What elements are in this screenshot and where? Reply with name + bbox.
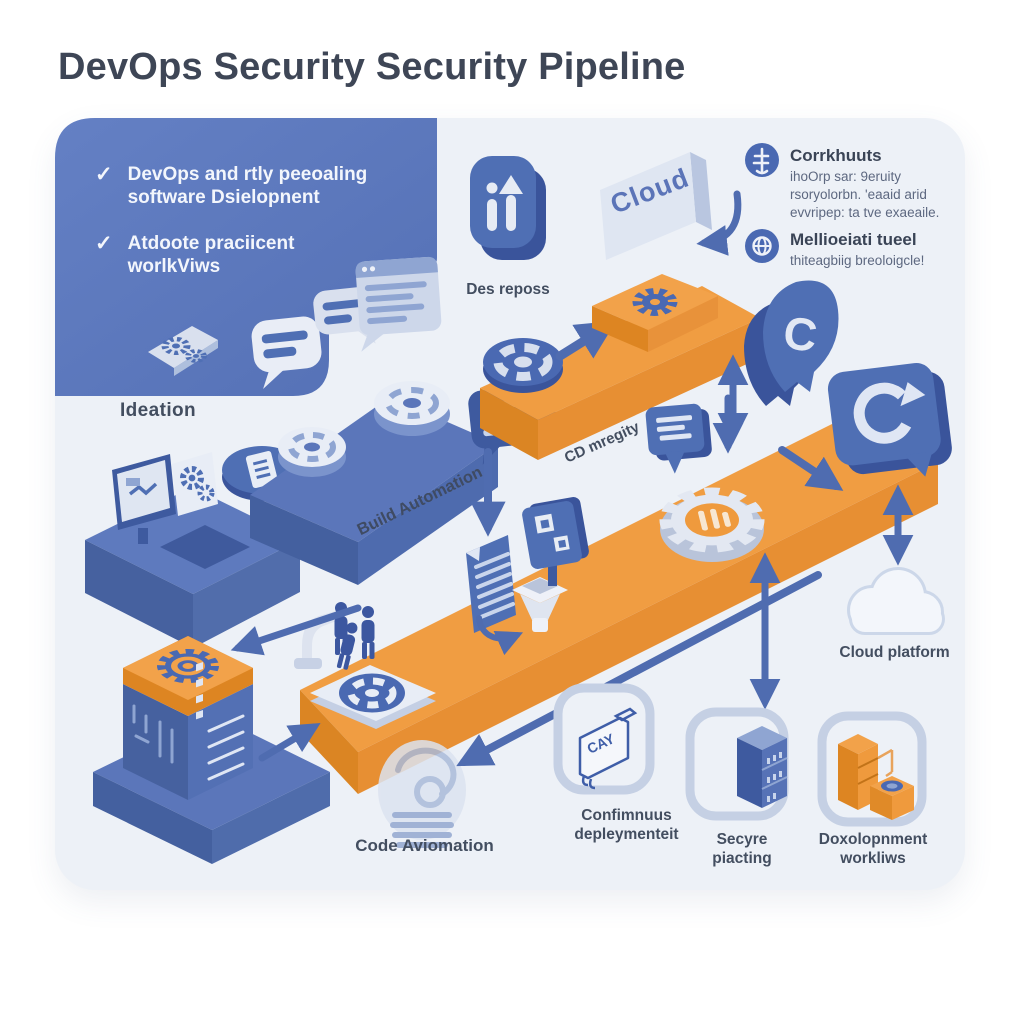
- dev-repos-icon: [470, 156, 546, 260]
- cloud-platform-icon: [847, 567, 945, 635]
- ideation-label: Ideation: [120, 400, 197, 421]
- cylinder-icon: [278, 427, 346, 477]
- continuous-deployment-icon: CAY: [553, 683, 655, 795]
- cloud-box: Cloud: [600, 152, 712, 260]
- cube-sync-arrow: [230, 604, 362, 656]
- gear-panel-icon: [172, 452, 218, 516]
- registry-cube: [93, 636, 330, 864]
- callout-heading: Corrkhuuts: [790, 146, 882, 165]
- people-figures: [334, 602, 375, 670]
- callout-heading: Mellioeiati tueel: [790, 230, 917, 249]
- build-automation-platform: [250, 381, 498, 585]
- security-shield-icon: C: [744, 280, 839, 406]
- code-automation-emblem: [378, 740, 466, 848]
- turbine-tile-icon: [310, 665, 436, 729]
- currency-badge-icon: [745, 143, 779, 177]
- development-workflows-icon: [817, 711, 927, 827]
- callout-body: ihoOrp sar: 9eruity rsoryolorbn. 'eaaid …: [790, 169, 940, 220]
- chat-bubble-icon: [251, 316, 322, 390]
- gears-tile-icon: [148, 326, 218, 376]
- tools-gear-icon: [659, 487, 765, 562]
- cube-upright-arrow: [258, 723, 321, 762]
- code-automation-label: Code Aviomation: [355, 836, 494, 855]
- page-title: DevOps Security Security Pipeline: [58, 46, 686, 88]
- cloud-platform-label: Cloud platform: [839, 644, 950, 661]
- ramp-downright-arrow: [778, 446, 844, 491]
- lined-document-icon: [466, 535, 516, 633]
- map-pin-sign-icon: [645, 403, 712, 474]
- cloud-return-arrow: [696, 190, 742, 256]
- cylinder-icon: [374, 381, 450, 436]
- monitor-icon: [112, 454, 176, 544]
- refresh-badge-icon: [827, 363, 952, 477]
- checklist-item-text: DevOps and rtly peeoaling software Dsiel…: [127, 164, 368, 209]
- checklist-item: ✓ DevOps and rtly peeoaling software Dsi…: [95, 163, 370, 209]
- secure-packing-label: Secyre piacting: [712, 831, 772, 868]
- gear-outline-icon: [157, 648, 219, 684]
- development-workflows-label: Doxolopnment workliws: [818, 831, 928, 868]
- doc-to-hopper-arrow: [476, 615, 524, 656]
- check-icon: ✓: [95, 163, 113, 186]
- gear-platform-icon: [592, 274, 718, 352]
- globe-icon: [745, 229, 779, 263]
- secure-packing-icon: [685, 707, 789, 821]
- continuous-deployment-label: Confimnuus depleymenteit: [574, 807, 679, 844]
- checklist-item-text: Atdoote praciicent worlkViws: [127, 233, 295, 278]
- checklist-item: ✓ Atdoote praciicent worlkViws: [95, 232, 370, 278]
- shield-letter: C: [780, 306, 820, 362]
- ideation-platform: [85, 452, 300, 648]
- cube-checklist: [132, 662, 245, 781]
- check-icon: ✓: [95, 232, 113, 255]
- dev-repos-label: Des reposs: [466, 281, 550, 298]
- callout-body: thiteagbiig breoloigcle!: [790, 253, 925, 268]
- checklist-panel: [55, 118, 437, 396]
- pipeline-disc-icon: [483, 338, 563, 393]
- cd-ramp: [300, 400, 938, 794]
- qr-signboard-icon: [522, 497, 589, 586]
- ci-ramp: [480, 274, 760, 460]
